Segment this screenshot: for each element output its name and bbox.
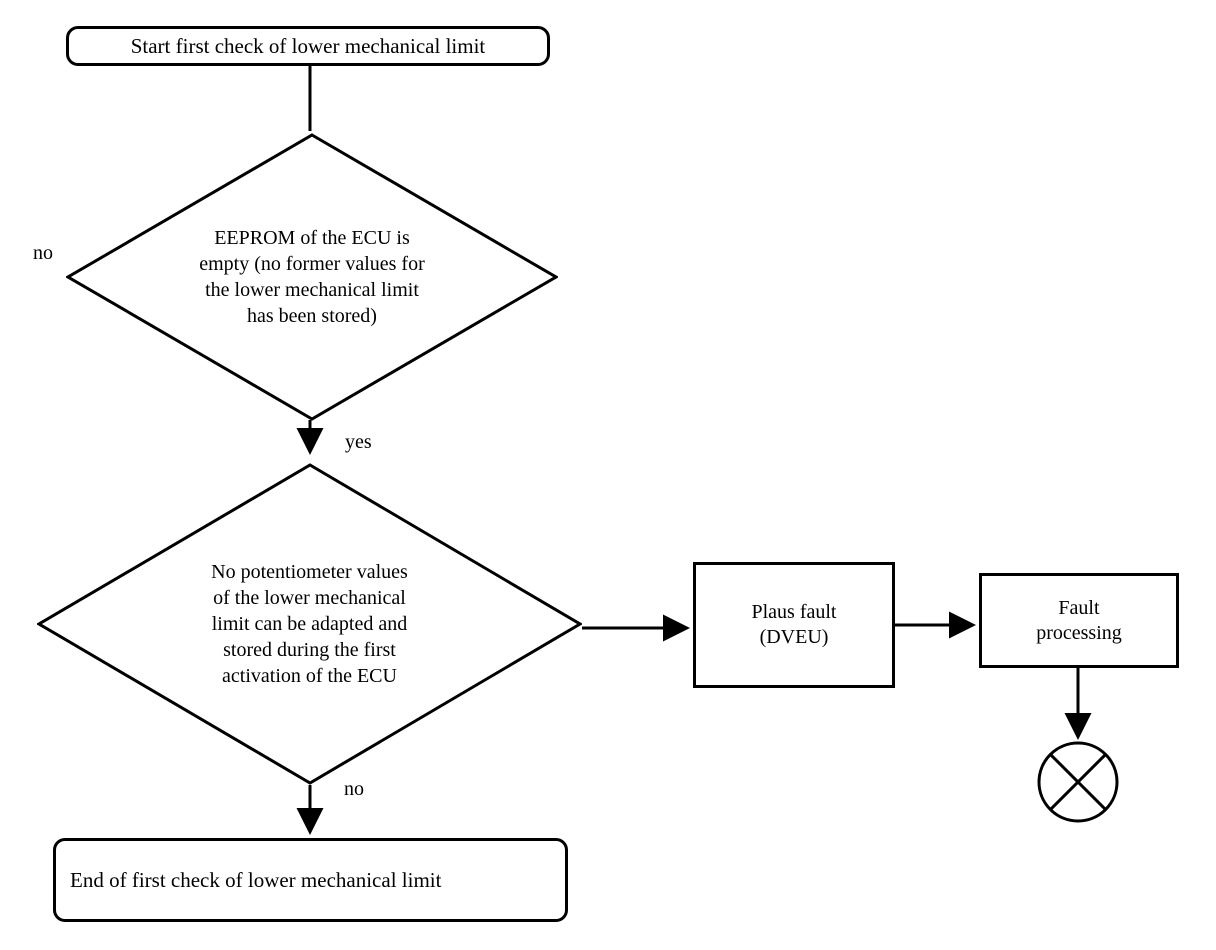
- end-symbol[interactable]: [1036, 740, 1120, 824]
- circle-cross-icon: [1037, 741, 1119, 823]
- fault-processing-line-1: Fault: [1058, 596, 1100, 619]
- end-terminator[interactable]: End of first check of lower mechanical l…: [53, 838, 568, 922]
- decision-potentiometer[interactable]: No potentiometer values of the lower mec…: [37, 463, 582, 785]
- decision-eeprom-line-4: has been stored): [247, 305, 377, 327]
- plaus-fault-label: Plaus fault (DVEU): [744, 600, 845, 650]
- start-terminator[interactable]: Start first check of lower mechanical li…: [66, 26, 550, 66]
- decision-potentiometer-shape: [37, 463, 582, 785]
- decision-eeprom[interactable]: EEPROM of the ECU is empty (no former va…: [66, 133, 558, 421]
- end-terminator-label: End of first check of lower mechanical l…: [70, 867, 442, 892]
- plaus-fault-line-2: (DVEU): [759, 626, 829, 648]
- edge-label-eeprom-yes: yes: [345, 431, 372, 453]
- decision-eeprom-line-3: the lower mechanical limit: [205, 279, 419, 301]
- decision-eeprom-line-2: empty (no former values for: [199, 253, 425, 275]
- decision-potentiometer-line-2: of the lower mechanical: [213, 587, 406, 609]
- plaus-fault-box[interactable]: Plaus fault (DVEU): [693, 562, 895, 688]
- decision-potentiometer-line-1: No potentiometer values: [211, 561, 408, 583]
- decision-eeprom-line-1: EEPROM of the ECU is: [214, 227, 410, 249]
- decision-potentiometer-line-4: stored during the first: [223, 639, 396, 661]
- decision-eeprom-shape: [66, 133, 558, 421]
- fault-processing-box[interactable]: Fault processing: [979, 573, 1179, 668]
- edge-label-potentiometer-no: no: [344, 778, 364, 800]
- plaus-fault-line-1: Plaus fault: [751, 601, 837, 623]
- decision-potentiometer-label: No potentiometer values of the lower mec…: [113, 559, 505, 689]
- fault-processing-line-2: processing: [1036, 621, 1122, 644]
- start-terminator-label: Start first check of lower mechanical li…: [130, 33, 486, 58]
- fault-processing-label: Fault processing: [1028, 596, 1130, 646]
- edge-label-eeprom-no: no: [33, 242, 53, 264]
- decision-potentiometer-line-5: activation of the ECU: [222, 665, 397, 687]
- decision-eeprom-label: EEPROM of the ECU is empty (no former va…: [135, 225, 489, 329]
- decision-potentiometer-line-3: limit can be adapted and: [211, 613, 408, 635]
